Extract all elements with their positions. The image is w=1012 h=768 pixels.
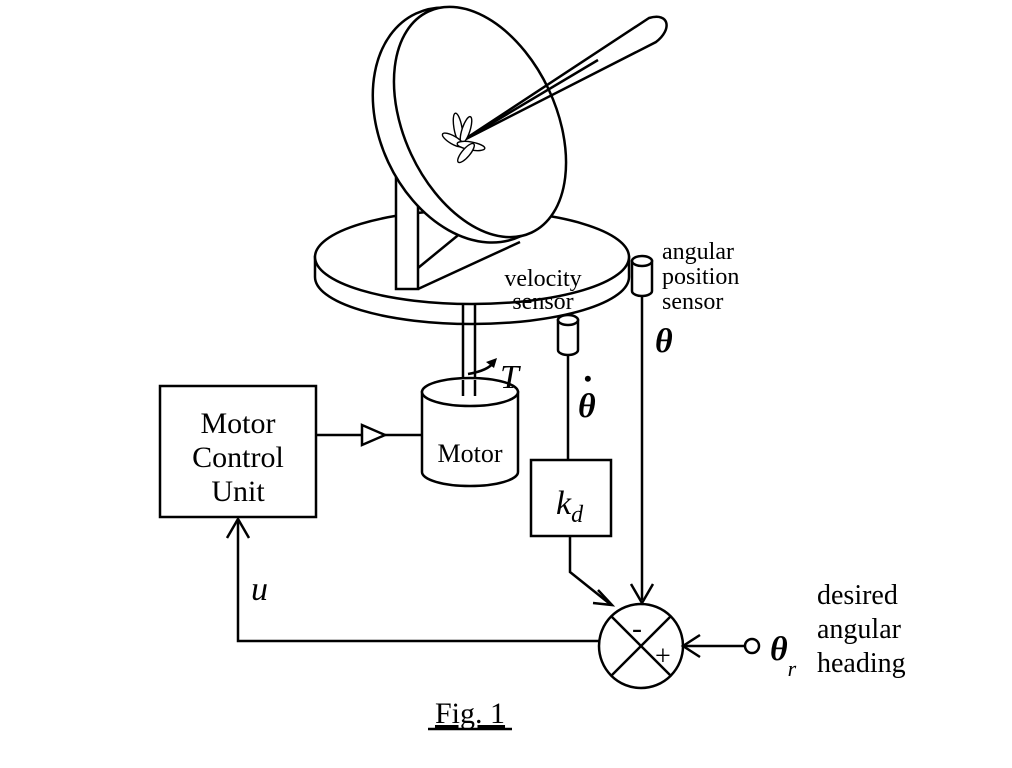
torque-label: T: [500, 359, 521, 396]
motor-label: Motor: [438, 439, 503, 468]
theta-ref-label: θr: [770, 631, 797, 681]
gain-box: [529, 458, 613, 538]
figure-caption: Fig. 1: [435, 697, 505, 730]
input-u-label: u: [251, 571, 268, 608]
position-sensor-label-line-3: sensor: [662, 289, 723, 315]
velocity-sensor-label-line-2: sensor: [512, 289, 573, 315]
angular-position-sensor: [630, 254, 654, 298]
signal-lines: [225, 296, 761, 659]
theta-ref-subscript: r: [788, 656, 797, 681]
plus-sign: +: [655, 641, 671, 672]
velocity-sensor-label-line-1: velocity: [504, 266, 581, 292]
theta-label: θ: [655, 323, 673, 360]
gain-subscript: d: [571, 502, 584, 528]
motor-control-unit-box: [158, 384, 318, 519]
position-sensor-label-line-2: position: [662, 264, 739, 290]
minus-sign: -: [632, 612, 642, 645]
antenna-beam: [461, 15, 668, 143]
theta-dot-mark: •: [584, 366, 592, 391]
theta-dot-label: θ: [578, 388, 596, 425]
mcu-label-line-3: Unit: [211, 475, 265, 508]
summing-junction: [597, 602, 685, 690]
feed-horn: [441, 112, 486, 164]
mcu-label-line-1: Motor: [201, 407, 276, 440]
motor: [420, 376, 520, 488]
desired-heading-line-3: heading: [817, 648, 906, 679]
desired-heading-line-2: angular: [817, 614, 902, 645]
desired-heading-line-1: desired: [817, 580, 898, 611]
mcu-label-line-2: Control: [192, 441, 284, 474]
position-sensor-label-line-1: angular: [662, 239, 734, 265]
velocity-sensor: [556, 313, 580, 357]
gain-label: kd: [556, 485, 584, 528]
